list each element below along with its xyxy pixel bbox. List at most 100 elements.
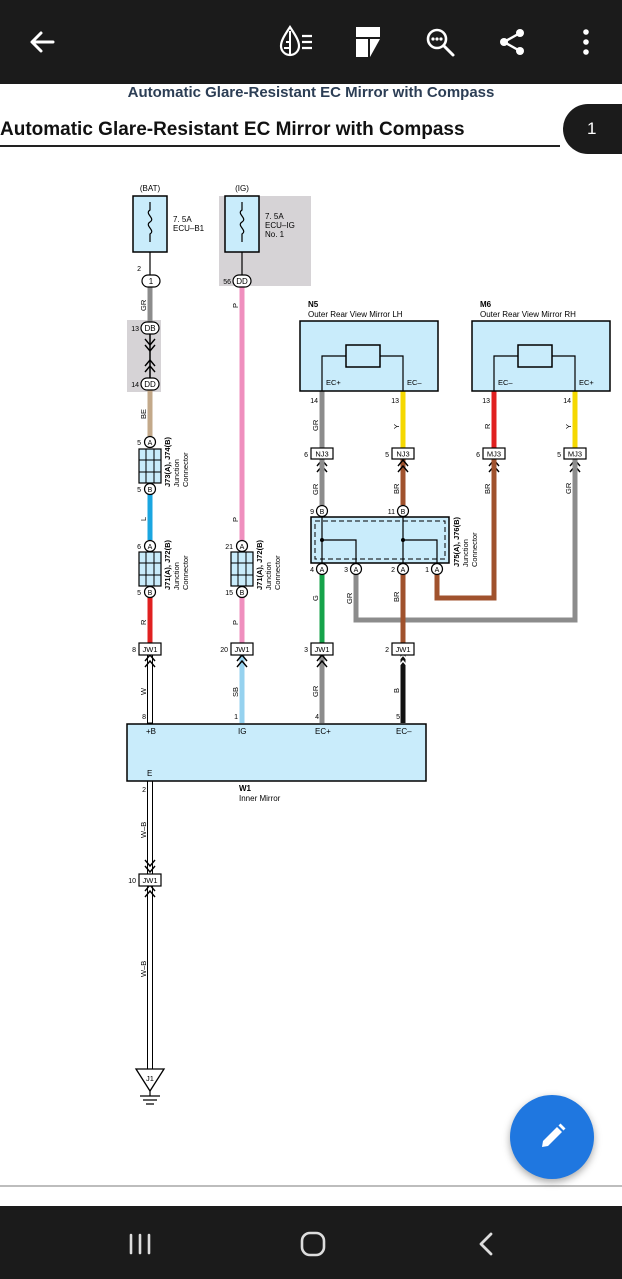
svg-text:IG: IG [238, 727, 246, 736]
svg-text:B: B [148, 590, 153, 597]
svg-text:6: 6 [476, 452, 480, 459]
svg-text:BR: BR [392, 591, 401, 602]
fuse-ig-symbol [239, 202, 245, 242]
svg-text:R: R [139, 619, 148, 625]
svg-text:DD: DD [236, 277, 248, 286]
svg-text:5: 5 [557, 452, 561, 459]
wire-labels: GR BE L R W W–B W–B P P P SB GR GR G GR … [139, 299, 573, 977]
svg-text:4: 4 [315, 714, 319, 721]
share-icon[interactable] [490, 20, 534, 64]
svg-text:8: 8 [132, 647, 136, 654]
svg-text:Junction: Junction [172, 459, 181, 487]
mirror-rh-name: Outer Rear View Mirror RH [480, 310, 576, 319]
svg-text:6: 6 [137, 544, 141, 551]
back-arrow-icon[interactable] [20, 20, 64, 64]
svg-text:3: 3 [344, 567, 348, 574]
wiring-diagram: (BAT) 7. 5A ECU–B1 (IG) 7. 5A ECU–IG No.… [126, 184, 611, 1105]
svg-text:2: 2 [137, 266, 141, 273]
svg-text:13: 13 [482, 398, 490, 405]
svg-text:11: 11 [388, 509, 395, 516]
svg-text:A: A [320, 567, 325, 574]
home-icon[interactable] [289, 1222, 337, 1266]
svg-text:E: E [147, 769, 152, 778]
more-options-icon[interactable] [564, 20, 608, 64]
svg-text:B: B [240, 590, 245, 597]
svg-text:EC–: EC– [396, 727, 412, 736]
page-layout-icon[interactable] [346, 20, 390, 64]
inner-mirror-code: W1 [239, 784, 252, 793]
svg-text:3: 3 [304, 647, 308, 654]
fuse-bat-symbol [147, 202, 153, 242]
wire-wb-2 [147, 884, 153, 1071]
svg-text:P: P [231, 620, 240, 625]
svg-text:EC+: EC+ [315, 727, 331, 736]
svg-text:56: 56 [223, 279, 231, 286]
svg-text:DD: DD [144, 380, 156, 389]
svg-text:14: 14 [563, 398, 571, 405]
svg-text:DB: DB [144, 324, 155, 333]
wire-wb-1 [147, 780, 153, 875]
svg-text:EC+: EC+ [579, 378, 594, 387]
svg-text:Connector: Connector [470, 532, 479, 567]
svg-text:9: 9 [310, 509, 314, 516]
svg-text:B: B [392, 688, 401, 693]
page-number-indicator[interactable]: 1 [563, 104, 622, 154]
svg-text:MJ3: MJ3 [487, 450, 501, 459]
svg-text:Junction: Junction [461, 539, 470, 567]
svg-text:NJ3: NJ3 [315, 450, 328, 459]
svg-text:15: 15 [225, 590, 233, 597]
svg-text:GR: GR [139, 299, 148, 311]
search-icon[interactable] [418, 20, 462, 64]
svg-text:J73(A), J74(B): J73(A), J74(B) [163, 436, 172, 487]
svg-text:A: A [354, 567, 359, 574]
system-nav-bar [0, 1206, 622, 1279]
svg-text:BR: BR [392, 483, 401, 494]
fuse-bat-name: ECU–B1 [173, 224, 205, 233]
ground-label: J1 [146, 1074, 154, 1083]
svg-text:W–B: W–B [139, 822, 148, 838]
svg-text:+B: +B [146, 727, 156, 736]
svg-text:Connector: Connector [181, 555, 190, 590]
svg-text:1: 1 [149, 277, 154, 286]
svg-text:2: 2 [142, 787, 146, 794]
page-title: Automatic Glare-Resistant EC Mirror with… [0, 119, 465, 140]
svg-text:A: A [435, 567, 440, 574]
svg-text:GR: GR [311, 685, 320, 697]
svg-text:5: 5 [137, 487, 141, 494]
fuse-ig-source: (IG) [235, 184, 249, 193]
edit-fab-button[interactable] [510, 1095, 594, 1179]
nav-back-icon[interactable] [463, 1222, 511, 1266]
svg-text:13: 13 [391, 398, 399, 405]
reading-mode-icon[interactable] [274, 20, 318, 64]
svg-text:L: L [139, 517, 148, 521]
inner-mirror-name: Inner Mirror [239, 794, 281, 803]
svg-text:Y: Y [564, 424, 573, 429]
svg-text:B: B [401, 509, 406, 516]
svg-text:14: 14 [310, 398, 318, 405]
svg-text:GR: GR [345, 592, 354, 604]
svg-text:BE: BE [139, 409, 148, 419]
fuse-bat-source: (BAT) [140, 184, 161, 193]
svg-text:2: 2 [385, 647, 389, 654]
svg-text:J71(A), J72(B): J71(A), J72(B) [163, 539, 172, 590]
ground-symbol [134, 1068, 166, 1093]
svg-text:JW1: JW1 [143, 876, 158, 885]
svg-text:10: 10 [128, 878, 136, 885]
wire-br-rh [434, 459, 497, 601]
edit-pencil-icon [542, 1123, 566, 1147]
svg-text:5: 5 [385, 452, 389, 459]
svg-text:B: B [320, 509, 325, 516]
svg-text:Connector: Connector [273, 555, 282, 590]
wire-gr-rh [353, 459, 578, 623]
svg-text:JW1: JW1 [315, 645, 330, 654]
svg-text:P: P [231, 303, 240, 308]
svg-text:8: 8 [142, 714, 146, 721]
svg-text:EC+: EC+ [326, 378, 341, 387]
svg-text:BR: BR [483, 483, 492, 494]
svg-text:A: A [240, 544, 245, 551]
junction-j71-left [138, 551, 162, 587]
app-toolbar [0, 0, 622, 84]
svg-text:Connector: Connector [181, 452, 190, 487]
svg-text:SB: SB [231, 687, 240, 697]
recent-apps-icon[interactable] [116, 1222, 164, 1266]
